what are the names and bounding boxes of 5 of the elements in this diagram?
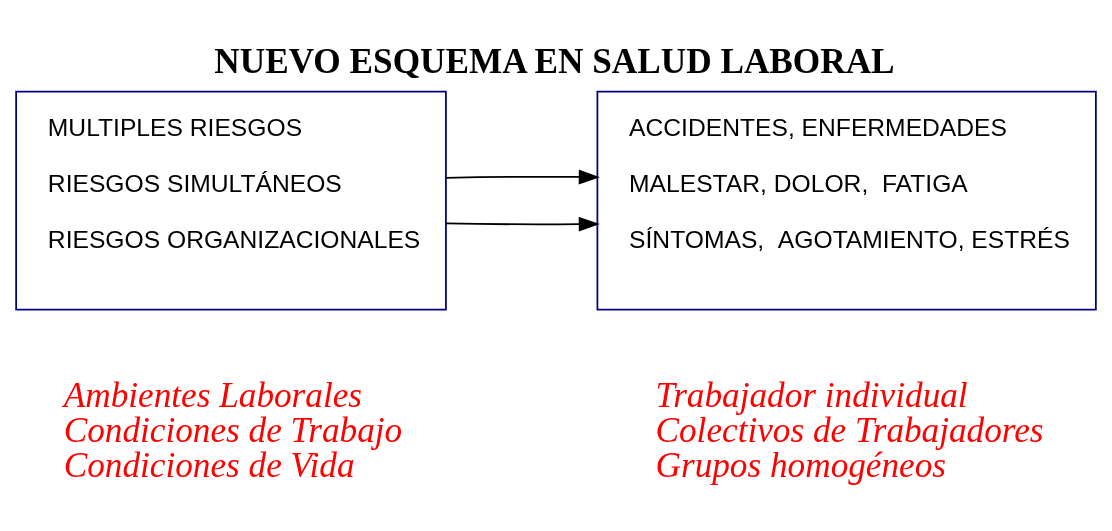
diagram-title: NUEVO ESQUEMA EN SALUD LABORAL <box>214 41 895 81</box>
arrow <box>445 169 600 184</box>
node-box: ACCIDENTES, ENFERMEDADES MALESTAR, DOLOR, FATIGA SÍNTOMAS, AGOTAMIENTO, ESTRÉS <box>596 90 1097 310</box>
node-box: MULTIPLES RIESGOS RIESGOS SIMULTÁNEOS RIESGOS ORGANIZACIONALES <box>15 90 447 310</box>
arrow <box>445 216 600 232</box>
